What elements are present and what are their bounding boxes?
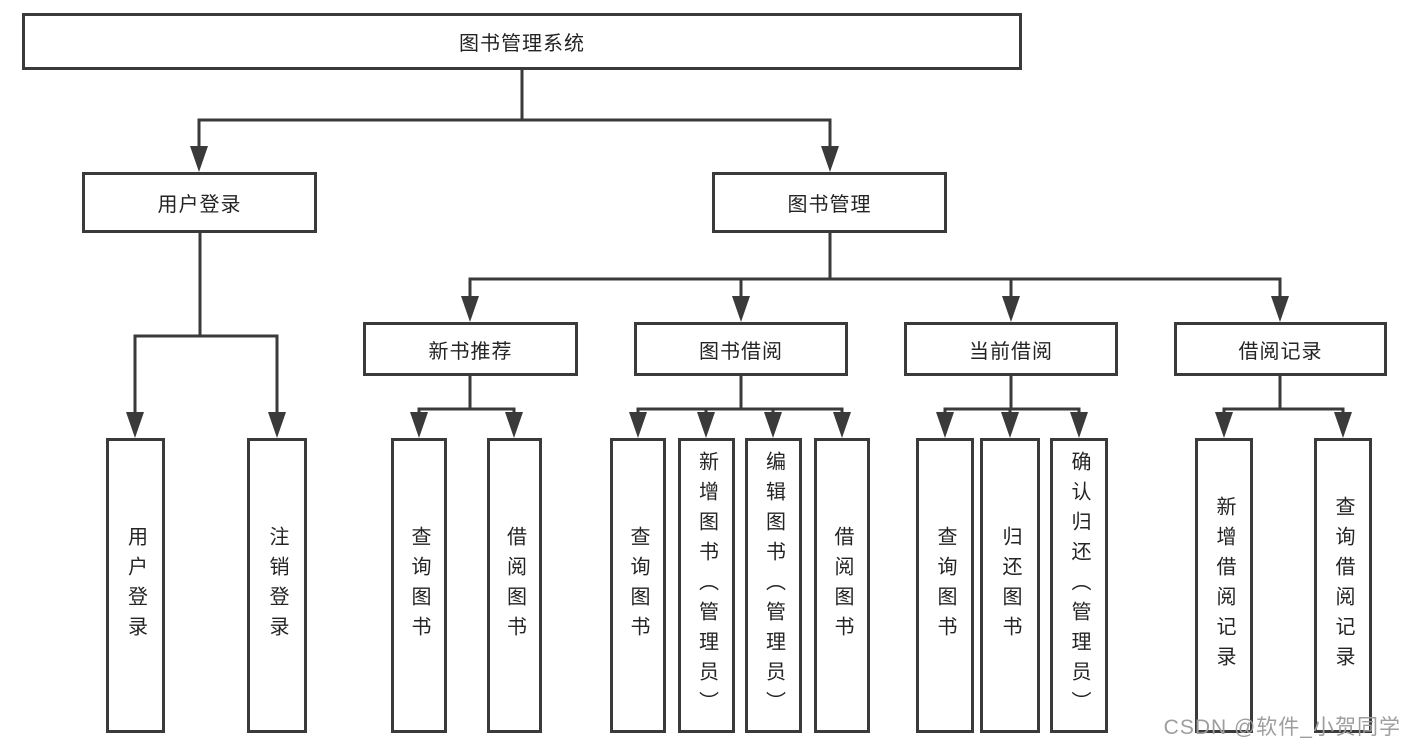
node-book-management: 图书管理 xyxy=(712,172,947,233)
node-label: 借阅记录 xyxy=(1238,340,1323,363)
leaf-label: 确认归还（管理员） xyxy=(1068,450,1090,721)
node-label: 用户登录 xyxy=(157,194,242,216)
leaf-confirm-return-admin: 确认归还（管理员） xyxy=(1050,438,1108,733)
leaf-query-books-recommend: 查询图书 xyxy=(391,438,447,733)
leaf-query-books-borrowing: 查询图书 xyxy=(610,438,666,733)
leaf-label: 查询借阅记录 xyxy=(1332,495,1354,676)
leaf-return-books: 归还图书 xyxy=(980,438,1040,733)
node-borrowing-records: 借阅记录 xyxy=(1174,322,1387,376)
leaf-query-books-current: 查询图书 xyxy=(916,438,974,733)
leaf-borrow-books: 借阅图书 xyxy=(814,438,870,733)
leaf-label: 归还图书 xyxy=(999,525,1021,646)
leaf-label: 注销登录 xyxy=(266,525,288,646)
node-label: 图书管理系统 xyxy=(459,33,585,55)
node-current-borrowing: 当前借阅 xyxy=(904,322,1118,376)
leaf-add-borrow-record: 新增借阅记录 xyxy=(1195,438,1253,733)
leaf-add-books-admin: 新增图书（管理员） xyxy=(678,438,735,733)
node-library-management-system: 图书管理系统 xyxy=(22,13,1022,70)
node-user-login: 用户登录 xyxy=(82,172,317,233)
leaf-label: 编辑图书（管理员） xyxy=(762,450,785,721)
leaf-user-login: 用户登录 xyxy=(106,438,165,733)
node-label: 图书管理 xyxy=(787,194,872,216)
leaf-label: 借阅图书 xyxy=(831,525,853,646)
leaf-label: 新增图书（管理员） xyxy=(695,450,718,721)
node-label: 新书推荐 xyxy=(428,340,513,363)
arrowheads xyxy=(126,146,1352,438)
csdn-watermark: CSDN @软件_小贺同学 xyxy=(1163,716,1401,739)
leaf-borrow-books-recommend: 借阅图书 xyxy=(487,438,542,733)
leaf-edit-books-admin: 编辑图书（管理员） xyxy=(745,438,802,733)
leaf-label: 查询图书 xyxy=(408,525,430,646)
leaf-query-borrow-record: 查询借阅记录 xyxy=(1314,438,1372,733)
node-book-borrowing: 图书借阅 xyxy=(634,322,848,376)
leaf-label: 用户登录 xyxy=(124,525,147,646)
node-new-book-recommendation: 新书推荐 xyxy=(363,322,578,376)
node-label: 图书借阅 xyxy=(699,340,783,363)
node-label: 当前借阅 xyxy=(969,340,1053,363)
leaf-label: 查询图书 xyxy=(627,525,649,646)
leaf-label: 查询图书 xyxy=(934,525,956,646)
leaf-logout: 注销登录 xyxy=(247,438,307,733)
leaf-label: 借阅图书 xyxy=(503,525,526,646)
leaf-label: 新增借阅记录 xyxy=(1213,495,1235,676)
